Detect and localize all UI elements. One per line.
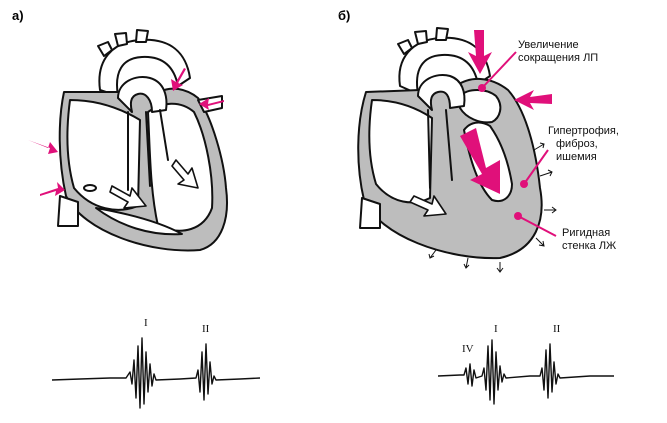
right-atrium-b	[368, 99, 433, 204]
aortic-branch-1	[97, 41, 113, 57]
la-arrow-right	[514, 90, 552, 110]
flow-arrow-b	[409, 195, 447, 217]
left-atrium-b	[459, 89, 502, 124]
pressure-arrow-a2	[40, 182, 65, 196]
valve-line-3	[159, 109, 169, 161]
annotation-rigid-line2: стенка ЛЖ	[562, 240, 616, 252]
wall-leak-marks	[428, 142, 557, 273]
annotation-hypertrophy-line3: ишемия	[556, 151, 597, 163]
pointer-line-rigid	[517, 215, 557, 237]
pressure-arrow-a1	[28, 140, 58, 154]
panel-b-label: б)	[338, 8, 350, 23]
pointer-line-hypertrophy	[523, 149, 549, 185]
la-arrow-down	[468, 30, 492, 74]
annotation-hypertrophy: Гипертрофия, фиброз, ишемия	[548, 125, 619, 163]
flow-arrow-left	[109, 185, 147, 209]
lv-filling-arrow	[460, 128, 500, 194]
flow-arrow-right	[171, 159, 199, 189]
pcg-trace-a	[51, 337, 261, 409]
aortic-branch-b2	[414, 30, 428, 45]
pcg-a-sound-1: I	[144, 317, 148, 329]
annotation-hypertrophy-line1: Гипертрофия,	[548, 125, 619, 137]
annotation-la-line2: сокращения ЛП	[518, 52, 598, 64]
aortic-branch-b3	[435, 27, 449, 41]
foramen-mark	[83, 184, 97, 192]
aortic-branch-3	[135, 29, 149, 43]
pressure-arrows-a	[28, 68, 224, 196]
heart-diastolic-dysfunction	[357, 27, 557, 273]
vena-cava	[57, 195, 79, 227]
right-atrium	[66, 99, 141, 211]
annotation-hypertrophy-line2: фиброз,	[556, 138, 598, 150]
pcg-b-sound-4: IV	[462, 343, 474, 355]
pcg-b-sound-2: II	[553, 323, 561, 335]
valve-line-b1	[427, 109, 431, 189]
vena-cava-b	[359, 197, 381, 229]
aortic-branch-b1	[397, 39, 413, 55]
pointer-line-la	[481, 51, 517, 89]
heart-normal	[57, 29, 228, 252]
pcg-trace-b	[437, 339, 614, 405]
annotation-la-line1: Увеличение	[518, 39, 579, 51]
pcg-b-sound-1: I	[494, 323, 498, 335]
valve-line-2	[145, 111, 151, 187]
annotation-la-contraction: Увеличение сокращения ЛП	[518, 39, 598, 64]
phonocardiogram-a: I II	[51, 317, 261, 409]
phonocardiogram-b: IV I II	[437, 323, 614, 405]
pcg-a-sound-2: II	[202, 323, 210, 335]
panel-a-label: а)	[12, 8, 24, 23]
aortic-arch	[98, 38, 191, 97]
valve-line-b2	[445, 109, 453, 181]
ventricle-lower	[95, 207, 183, 236]
pulmonary-trunk-b	[417, 74, 466, 111]
annotation-rigid-wall: Ригидная стенка ЛЖ	[562, 227, 616, 252]
annotation-rigid-line1: Ригидная	[562, 227, 610, 239]
aortic-branch-2	[114, 32, 128, 47]
pulmonary-trunk	[117, 76, 168, 113]
pressure-arrow-a4	[199, 98, 224, 110]
pressure-arrow-a3	[171, 68, 186, 91]
